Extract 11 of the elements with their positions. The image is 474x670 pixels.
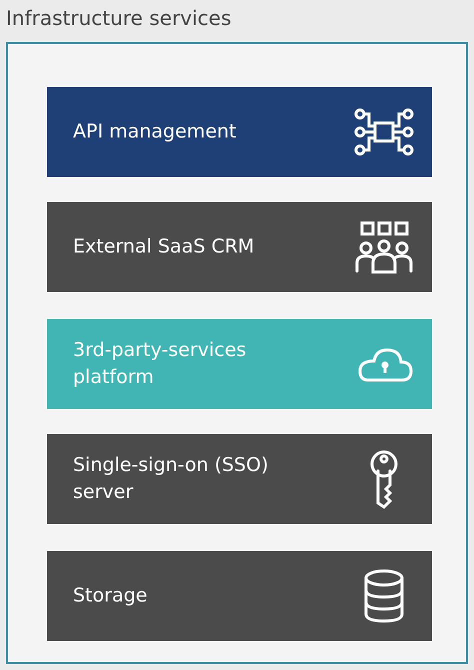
service-box bbox=[47, 87, 432, 177]
service-box bbox=[47, 551, 432, 641]
service-box bbox=[47, 202, 432, 292]
service-box bbox=[47, 434, 432, 524]
service-label: 3rd-party-services platform bbox=[73, 338, 248, 390]
service-box bbox=[47, 319, 432, 409]
service-label: API management bbox=[73, 120, 238, 144]
service-label: Storage bbox=[73, 584, 148, 608]
service-label: External SaaS CRM bbox=[73, 234, 256, 260]
group-heading: Infrastructure services bbox=[6, 6, 232, 30]
service-label: Single-sign-on (SSO) server bbox=[73, 453, 270, 505]
